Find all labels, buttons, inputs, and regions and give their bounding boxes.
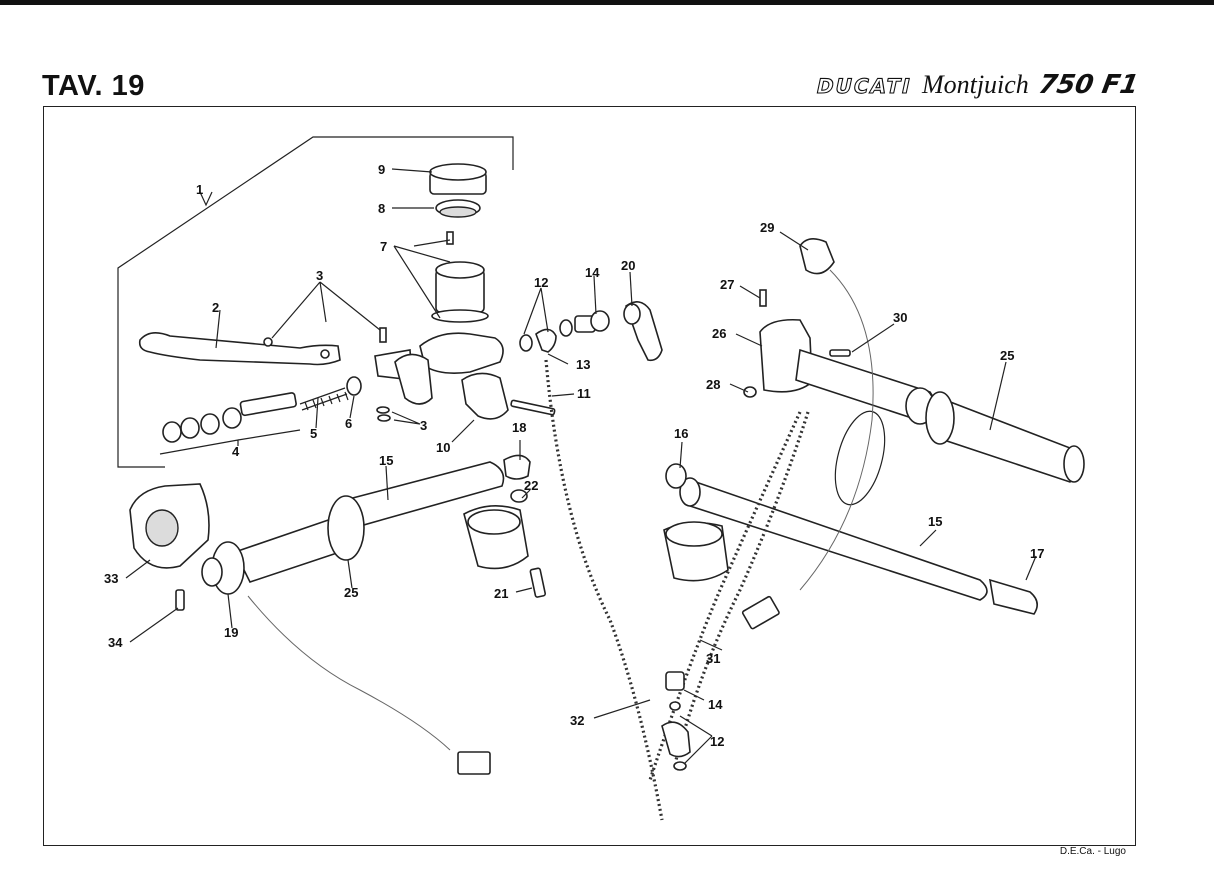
callout-32: 32 <box>570 713 584 728</box>
left-handlebar <box>201 454 547 598</box>
callout-9: 9 <box>378 162 385 177</box>
lower-fittings <box>661 671 691 771</box>
callout-4: 4 <box>232 444 240 459</box>
callout-14: 14 <box>585 265 600 280</box>
callout-11: 11 <box>577 386 591 401</box>
callout-2: 2 <box>212 300 219 315</box>
throttle-assembly <box>743 238 1085 506</box>
master-cylinder <box>374 163 556 422</box>
callout-3: 3 <box>420 418 427 433</box>
throttle-connector <box>741 595 780 630</box>
callout-numbers: 1 2 3 3 4 5 6 7 8 9 10 11 12 13 14 20 29… <box>104 162 1044 749</box>
callout-27: 27 <box>720 277 734 292</box>
callout-28: 28 <box>706 377 720 392</box>
assembly-bracket <box>117 136 514 468</box>
callout-26: 26 <box>712 326 726 341</box>
brake-hose-fittings <box>519 301 663 362</box>
callout-1: 1 <box>196 182 203 197</box>
switch-connector <box>457 751 491 775</box>
brake-lever <box>138 332 341 366</box>
callout-25-left: 25 <box>344 585 358 600</box>
callout-30: 30 <box>893 310 907 325</box>
callout-3: 3 <box>316 268 323 283</box>
callout-10: 10 <box>436 440 450 455</box>
model-name: Montjuich <box>921 70 1029 99</box>
callout-15: 15 <box>379 453 393 468</box>
callout-31: 31 <box>706 651 720 666</box>
callout-leaders <box>125 168 1037 765</box>
throttle-cable <box>799 269 874 591</box>
brand-heading: DUCATI Montjuich 750 F1 <box>814 70 1140 100</box>
callout-7: 7 <box>380 239 387 254</box>
callout-5: 5 <box>310 426 317 441</box>
callout-17: 17 <box>1030 546 1044 561</box>
cable-32 <box>674 411 810 761</box>
top-rule <box>0 0 1214 5</box>
callout-22: 22 <box>524 478 538 493</box>
callout-29: 29 <box>760 220 774 235</box>
callout-34: 34 <box>108 635 123 650</box>
callout-33: 33 <box>104 571 118 586</box>
callout-18: 18 <box>512 420 526 435</box>
callout-21: 21 <box>494 586 508 601</box>
drawing-frame <box>43 106 1136 846</box>
callout-19: 19 <box>224 625 238 640</box>
brake-hose <box>544 359 664 821</box>
cable-31 <box>648 411 802 781</box>
right-handlebar <box>663 463 1038 615</box>
callout-8: 8 <box>378 201 385 216</box>
callout-25: 25 <box>1000 348 1014 363</box>
left-switch-housing <box>129 483 210 611</box>
callout-12-lower: 12 <box>710 734 724 749</box>
piston-kit <box>162 376 362 443</box>
callout-14-lower: 14 <box>708 697 723 712</box>
callout-6: 6 <box>345 416 352 431</box>
callout-20: 20 <box>621 258 635 273</box>
callout-13: 13 <box>576 357 590 372</box>
switch-cable <box>247 595 451 751</box>
plate-title: TAV. 19 <box>42 70 145 102</box>
drawing-credit: D.E.Ca. - Lugo <box>1059 846 1126 857</box>
callout-15-right: 15 <box>928 514 942 529</box>
callout-12: 12 <box>534 275 548 290</box>
callout-16: 16 <box>674 426 688 441</box>
